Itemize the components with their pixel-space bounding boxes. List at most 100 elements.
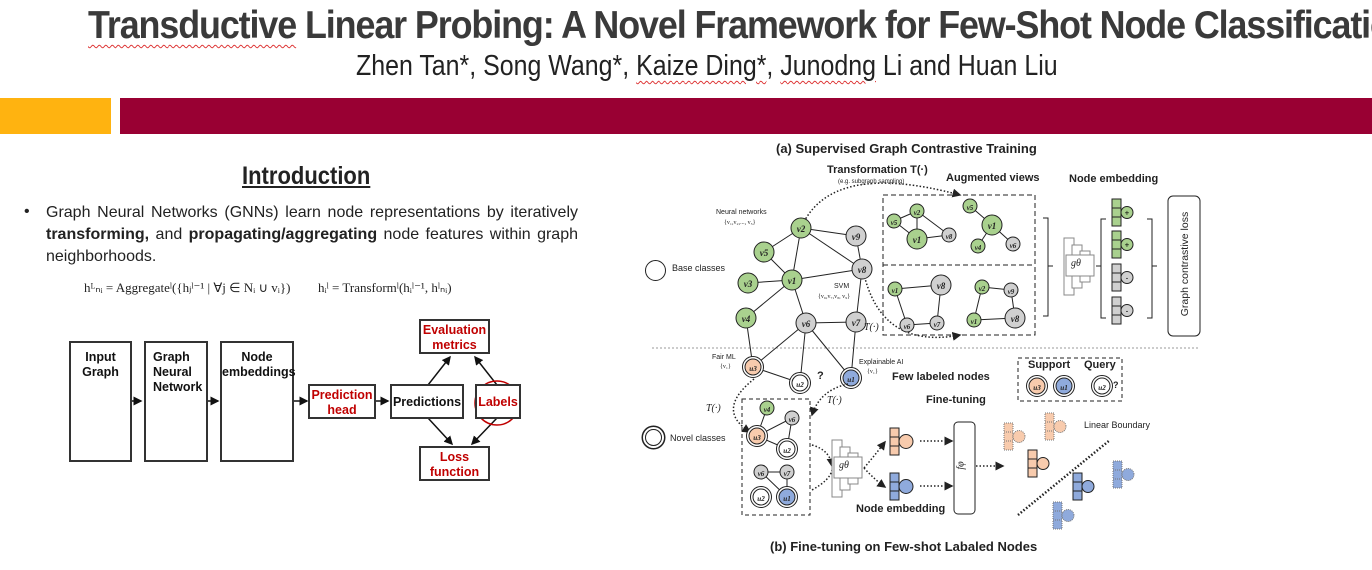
arrow bbox=[470, 417, 498, 446]
novel-class-legend-icon bbox=[645, 429, 662, 446]
embedding-cell bbox=[1052, 501, 1063, 512]
embedding-cell bbox=[1027, 449, 1038, 460]
embedding-cell bbox=[1112, 478, 1123, 489]
graph-node-label: v7 bbox=[934, 321, 941, 329]
explainable-ai-label: Explainable AI bbox=[859, 359, 904, 366]
graph-node bbox=[929, 315, 945, 331]
intro-text: Graph Neural Networks (GNNs) learn node … bbox=[46, 204, 578, 221]
embedding-sign: + bbox=[1125, 209, 1130, 218]
svm-label: SVM bbox=[834, 283, 850, 290]
linear-boundary-line bbox=[1017, 439, 1111, 516]
loss-function-label: Loss function bbox=[429, 450, 480, 479]
graph-node-label: v9 bbox=[852, 232, 861, 242]
embedding-cell bbox=[1003, 440, 1014, 451]
author: Song Wang* bbox=[483, 50, 623, 82]
gold-banner-bar bbox=[0, 98, 111, 134]
graph-node bbox=[781, 269, 803, 291]
graph-node bbox=[759, 400, 775, 416]
introduction-heading: Introduction bbox=[242, 162, 371, 190]
graph-node bbox=[845, 225, 867, 247]
graph-node-label: v4 bbox=[742, 314, 751, 324]
graph-node bbox=[790, 217, 812, 239]
graph-node-label: v6 bbox=[904, 323, 911, 331]
embedding-cell bbox=[1052, 510, 1063, 521]
graph-node-label: u3 bbox=[1033, 384, 1041, 392]
embedding-sign: + bbox=[1125, 241, 1130, 250]
graph-node-label: v8 bbox=[937, 281, 946, 291]
embedding-cell bbox=[1111, 198, 1122, 209]
embedding-cell bbox=[1111, 281, 1122, 292]
graph-node bbox=[778, 488, 796, 506]
graph-node-label: v5 bbox=[967, 204, 974, 212]
graph-node-label: v1 bbox=[913, 235, 922, 245]
figure-a-title: (a) Supervised Graph Contrastive Trainin… bbox=[776, 141, 1037, 156]
node-embeddings-label: Node embeddings bbox=[222, 350, 296, 379]
f-phi-label: fφ bbox=[955, 461, 967, 470]
graph-node-label: v5 bbox=[891, 219, 898, 227]
introduction-paragraph: Graph Neural Networks (GNNs) learn node … bbox=[46, 202, 578, 268]
author: Zhen Tan* bbox=[356, 50, 470, 82]
title-word-flagged: Transductive bbox=[88, 4, 297, 47]
t-operator-label: T(·) bbox=[864, 322, 879, 333]
embedding-cell bbox=[1111, 230, 1122, 241]
t-arrow bbox=[810, 383, 849, 417]
fair-ml-label: Fair ML bbox=[712, 354, 736, 361]
graph-node bbox=[899, 317, 915, 333]
embedding-cell bbox=[1052, 519, 1063, 530]
node-embeddings-box: Node embeddings bbox=[220, 341, 296, 462]
embedding-cell bbox=[1111, 239, 1122, 250]
brace bbox=[1147, 218, 1157, 319]
linear-boundary-label: Linear Boundary bbox=[1084, 420, 1151, 430]
explainable-ai-set: {v₁} bbox=[867, 369, 878, 375]
graph-node bbox=[748, 427, 766, 445]
graph-contrastive-loss-box bbox=[1167, 195, 1201, 337]
equation-aggregate: hᴸₙᵢ = Aggregateˡ({hⱼˡ⁻¹ | ∀j ∈ Nᵢ ∪ vᵢ}… bbox=[84, 280, 291, 295]
graph-node bbox=[851, 258, 873, 280]
query-question-mark: ? bbox=[817, 370, 824, 382]
g-theta-label: gθ bbox=[839, 460, 849, 471]
support-query-box bbox=[1017, 357, 1123, 402]
intro-text: and bbox=[149, 226, 189, 243]
graph-node-label: u3 bbox=[749, 365, 757, 373]
maroon-banner-bar bbox=[120, 98, 1372, 134]
encoder-g-theta-bottom bbox=[831, 439, 863, 498]
graph-node-label: v2 bbox=[797, 224, 806, 234]
embedding-cell bbox=[1044, 430, 1055, 441]
graph-node bbox=[1004, 307, 1026, 329]
graph-node bbox=[778, 440, 796, 458]
embedding-cell bbox=[889, 490, 900, 501]
graph-node-label: u2 bbox=[796, 381, 804, 389]
brace bbox=[1096, 218, 1106, 319]
node-embedding-label-top: Node embedding bbox=[1069, 173, 1159, 185]
embedding-node bbox=[1061, 509, 1075, 522]
graph-node-label: v4 bbox=[764, 406, 771, 414]
graph-node bbox=[909, 203, 925, 219]
novel-classes-label: Novel classes bbox=[670, 433, 726, 443]
graph-node bbox=[966, 312, 982, 328]
embedding-cell bbox=[1027, 467, 1038, 478]
figure-b-title: (b) Fine-tuning on Few-shot Labaled Node… bbox=[770, 539, 1038, 554]
t-operator-label: T(·) bbox=[706, 403, 721, 414]
graph-node-label: v7 bbox=[852, 318, 861, 328]
graph-node bbox=[784, 410, 800, 426]
gnn-label: Graph Neural Network bbox=[153, 350, 203, 394]
embedding-cell bbox=[1072, 481, 1083, 492]
author: Junodng bbox=[780, 50, 876, 82]
graph-node-label: v8 bbox=[946, 233, 953, 241]
graph-node bbox=[779, 464, 795, 480]
embedding-cell bbox=[1112, 460, 1123, 471]
graph-node bbox=[886, 213, 902, 229]
prediction-head-label: Prediction head bbox=[311, 388, 373, 417]
graph-node-label: v1 bbox=[788, 276, 797, 286]
transformation-arrow bbox=[800, 182, 962, 229]
graph-node-label: u1 bbox=[847, 376, 855, 384]
graph-node-label: u3 bbox=[753, 434, 761, 442]
gnn-box: Graph Neural Network bbox=[144, 341, 208, 462]
graph-node-label: v2 bbox=[979, 285, 986, 293]
embedding-cell bbox=[1044, 421, 1055, 432]
embedding-cell bbox=[1111, 305, 1122, 316]
